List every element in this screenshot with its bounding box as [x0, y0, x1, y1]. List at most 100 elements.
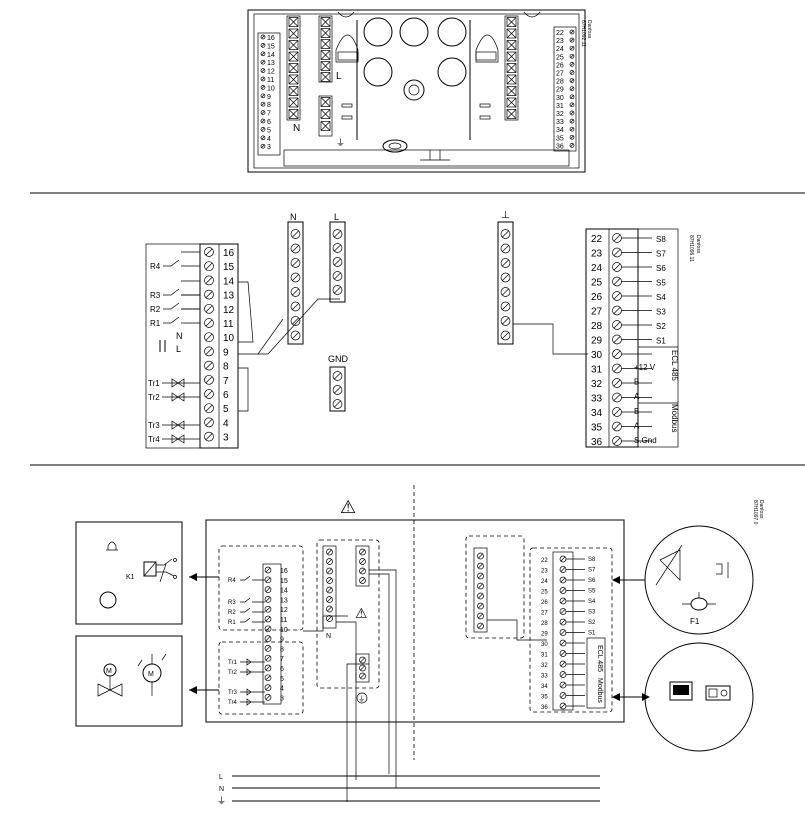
bot-sensor-S6: S6	[588, 578, 596, 584]
screw-slot	[360, 657, 365, 663]
mid-right-terminal-24: 24	[591, 263, 603, 274]
top-left-number-3: 3	[267, 144, 271, 151]
terminal-screw	[332, 257, 343, 267]
terminal-screw	[477, 562, 484, 570]
top-left-number-4: 4	[267, 136, 271, 143]
screw-slot	[570, 127, 574, 131]
mid-right-terminal-23: 23	[591, 249, 603, 260]
mid-right-terminal-22: 22	[591, 234, 603, 245]
terminal-cell	[506, 63, 517, 73]
bot-relay-R2: R2	[228, 610, 236, 616]
terminal-screw	[477, 612, 484, 620]
terminal-screw	[260, 135, 266, 141]
terminal-screw	[569, 86, 575, 92]
mid-left-terminal-9: 9	[223, 347, 229, 358]
bot-sensor-S1: S1	[588, 631, 596, 637]
relay-contact	[163, 280, 200, 296]
mid-relay-label-R3: R3	[150, 291, 161, 300]
screw-slot	[205, 319, 213, 327]
top-right-number-25: 25	[556, 54, 564, 61]
screw-slot	[478, 603, 483, 609]
terminal-screw	[569, 37, 575, 43]
mid-right-terminal-36: 36	[591, 437, 603, 448]
terminal-screw	[332, 271, 343, 281]
terminal-screw	[204, 389, 214, 399]
screw-slot	[334, 258, 341, 266]
screw-slot	[261, 144, 265, 148]
screw-slot	[261, 52, 265, 56]
mid-triac-label-Tr3: Tr3	[148, 421, 160, 430]
screw-slot	[261, 35, 265, 39]
screw-slot	[205, 277, 213, 284]
mid-relay-label-R1: R1	[150, 319, 161, 328]
bot-relay-contact	[240, 575, 265, 581]
bot-triac-symbol	[240, 688, 265, 696]
screw-slot	[613, 292, 621, 300]
actuator-output-box	[75, 635, 183, 727]
top-right-number-36: 36	[556, 143, 564, 150]
screw-slot	[360, 578, 365, 583]
terminal-screw	[290, 287, 301, 297]
terminal-screw	[264, 654, 272, 662]
screw-slot	[205, 248, 213, 256]
bot-triac-Tr1: Tr1	[228, 660, 237, 666]
terminal-screw	[326, 567, 333, 575]
mid-left-terminal-16: 16	[223, 248, 235, 259]
top-left-number-11: 11	[267, 77, 274, 84]
terminal-screw	[204, 431, 214, 442]
screw-slot	[327, 559, 332, 564]
mid-ecl-1: B	[634, 378, 639, 387]
bot-left-terminal-7: 7	[280, 656, 284, 663]
terminal-screw	[500, 287, 511, 297]
terminal-screw	[264, 566, 272, 574]
terminal-screw	[569, 62, 575, 67]
terminal-cross	[506, 63, 517, 73]
screw-slot	[478, 563, 483, 569]
screw-slot	[360, 568, 365, 574]
terminal-cell	[506, 74, 517, 85]
bot-left-terminal-4: 4	[280, 686, 284, 693]
terminal-cell	[288, 97, 299, 108]
terminal-screw	[290, 316, 301, 326]
triac-symbol	[162, 392, 200, 402]
terminal-cross	[506, 97, 517, 108]
screw-slot	[360, 549, 365, 555]
terminal-screw	[569, 143, 575, 148]
relay-contact	[163, 251, 200, 267]
top-left-number-16: 16	[267, 35, 275, 42]
top-left-number-13: 13	[267, 60, 275, 67]
screw-slot	[292, 303, 299, 310]
terminal-cell	[320, 50, 331, 60]
terminal-screw	[500, 229, 511, 239]
mid-ecl-2: A	[634, 392, 640, 401]
top-left-number-6: 6	[267, 119, 271, 126]
terminal-cross	[506, 28, 517, 39]
top-left-number-9: 9	[267, 94, 271, 101]
bot-right-terminal-33: 33	[541, 674, 548, 680]
top-left-number-15: 15	[267, 43, 275, 50]
terminal-screw	[569, 102, 575, 108]
screw-slot	[261, 43, 265, 48]
screw-slot	[502, 303, 509, 310]
screw-slot	[334, 230, 341, 238]
terminal-screw	[477, 552, 484, 560]
screw-slot	[560, 577, 566, 583]
top-right-number-23: 23	[556, 38, 564, 45]
mid-modbus-0: B	[634, 407, 639, 416]
screw-slot	[261, 60, 265, 64]
screw-slot	[613, 336, 621, 343]
bot-right-terminal-23: 23	[541, 569, 548, 575]
screw-slot	[205, 419, 213, 426]
bottom-inner-warning: ⚠	[355, 605, 368, 621]
terminal-screw	[260, 51, 266, 57]
terminal-screw	[260, 85, 266, 90]
screw-slot	[265, 665, 271, 671]
terminal-cross	[288, 51, 299, 62]
terminal-screw	[326, 596, 333, 603]
terminal-screw	[204, 247, 214, 257]
terminal-screw	[359, 577, 366, 584]
terminal-screw	[569, 118, 575, 124]
screw-slot	[292, 274, 299, 281]
terminal-cross	[320, 28, 331, 38]
